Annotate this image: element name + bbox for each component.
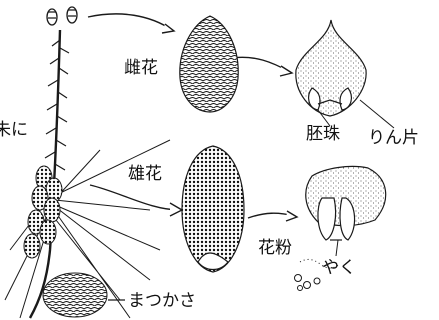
female-buds (47, 7, 77, 25)
label-scale: りん片 (368, 130, 419, 147)
anther-leader (336, 240, 338, 256)
pine-cone-drawing (43, 273, 107, 317)
label-pine-cone: まつかさ (128, 293, 196, 310)
label-partial-left: 朱に (0, 122, 28, 139)
stamen-drawing (306, 166, 386, 240)
label-anther: やく (322, 260, 356, 277)
female-cone-drawing (180, 16, 238, 112)
label-male-flower: 雄花 (128, 166, 162, 183)
seed-scale-drawing (296, 20, 366, 116)
male-cone-drawing (182, 146, 244, 272)
scale-leader (360, 100, 394, 128)
label-pollen: 花粉 (258, 240, 292, 257)
label-ovule: 胚珠 (306, 126, 340, 143)
label-female-flower: 雌花 (124, 60, 158, 77)
